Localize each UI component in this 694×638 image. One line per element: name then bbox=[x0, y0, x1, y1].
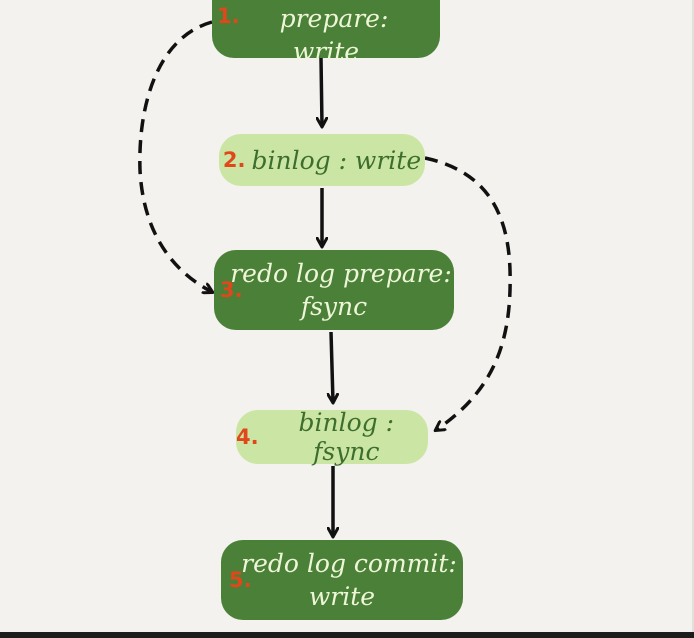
node-2-label: binlog : write bbox=[251, 145, 422, 175]
node-binlog-write: 2. binlog : write bbox=[219, 134, 425, 186]
node-binlog-fsync: 4. binlog : fsync bbox=[236, 408, 428, 466]
node-redo-log-prepare-fsync: 3. redo log prepare: fsync bbox=[214, 250, 454, 330]
step-number-3: 3. bbox=[220, 278, 243, 302]
node-1-line-1: redo log prepare: bbox=[279, 3, 389, 33]
node-4-label: binlog : fsync bbox=[298, 408, 395, 466]
step-number-1: 1. bbox=[217, 4, 240, 28]
bottom-edge-bar bbox=[0, 632, 694, 638]
edge-n3-n4 bbox=[331, 331, 333, 402]
edge-n1-n3-dashed bbox=[138, 20, 212, 292]
node-1-line-2: write bbox=[292, 36, 360, 66]
canvas-right-border bbox=[692, 0, 694, 632]
node-3-line-1: redo log prepare: bbox=[230, 259, 452, 288]
node-3-line-2: fsync bbox=[300, 292, 368, 321]
step-number-2: 2. bbox=[222, 148, 246, 172]
step-number-5: 5. bbox=[229, 568, 252, 592]
node-5-line-1: redo log commit: bbox=[241, 549, 457, 578]
node-redo-log-prepare-write: 1. redo log prepare: write bbox=[212, 0, 440, 66]
step-number-4: 4. bbox=[236, 425, 259, 449]
node-5-line-2: write bbox=[308, 582, 376, 611]
edge-n2-n4-dashed bbox=[424, 156, 512, 430]
edge-n1-n2 bbox=[321, 57, 322, 126]
node-redo-log-commit-write: 5. redo log commit: write bbox=[221, 540, 463, 620]
